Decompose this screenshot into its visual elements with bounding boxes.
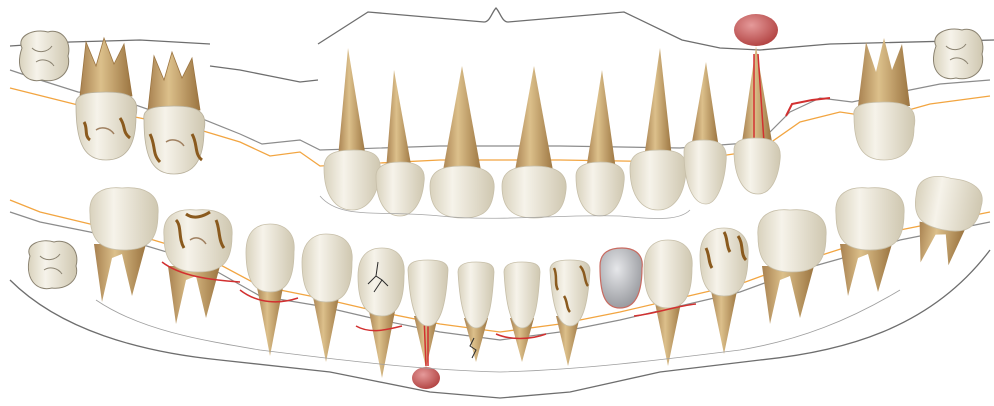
tooth-upper-13[interactable] <box>734 46 780 194</box>
tooth-upper-9[interactable] <box>502 66 566 218</box>
tooth-lower-15[interactable] <box>836 188 904 296</box>
tooth-lower-1[interactable] <box>28 241 76 289</box>
tooth-lower-3[interactable] <box>164 210 232 324</box>
tooth-lower-6[interactable] <box>358 248 404 378</box>
tooth-lower-12[interactable] <box>644 240 692 366</box>
tooth-upper-7[interactable] <box>376 70 424 216</box>
tooth-upper-16[interactable] <box>933 29 982 79</box>
tooth-upper-8[interactable] <box>430 66 494 218</box>
tooth-lower-8[interactable] <box>458 262 494 362</box>
tooth-upper-11[interactable] <box>630 48 686 210</box>
jaw-outline-lower <box>10 250 990 398</box>
pocket-marker-upper-14 <box>786 98 830 116</box>
tooth-lower-10[interactable] <box>550 260 590 366</box>
tooth-upper-3[interactable] <box>144 52 205 174</box>
tooth-upper-6[interactable] <box>324 48 380 210</box>
tooth-lower-4[interactable] <box>246 224 294 356</box>
tooth-lower-5[interactable] <box>302 234 352 362</box>
tooth-upper-12[interactable] <box>684 62 726 204</box>
tooth-upper-1[interactable] <box>19 31 68 81</box>
tooth-lower-2[interactable] <box>90 188 158 302</box>
tooth-upper-2[interactable] <box>76 38 137 160</box>
tooth-lower-7[interactable] <box>408 260 448 368</box>
tooth-upper-10[interactable] <box>576 70 624 216</box>
tooth-lower-11[interactable] <box>600 248 642 308</box>
tooth-upper-15[interactable] <box>854 38 915 160</box>
periapical-lesion-upper <box>734 14 778 46</box>
periapical-lesion-lower <box>412 367 440 389</box>
tooth-lower-9[interactable] <box>504 262 540 362</box>
tooth-lower-14[interactable] <box>758 210 826 324</box>
tooth-lower-16[interactable] <box>905 173 986 271</box>
